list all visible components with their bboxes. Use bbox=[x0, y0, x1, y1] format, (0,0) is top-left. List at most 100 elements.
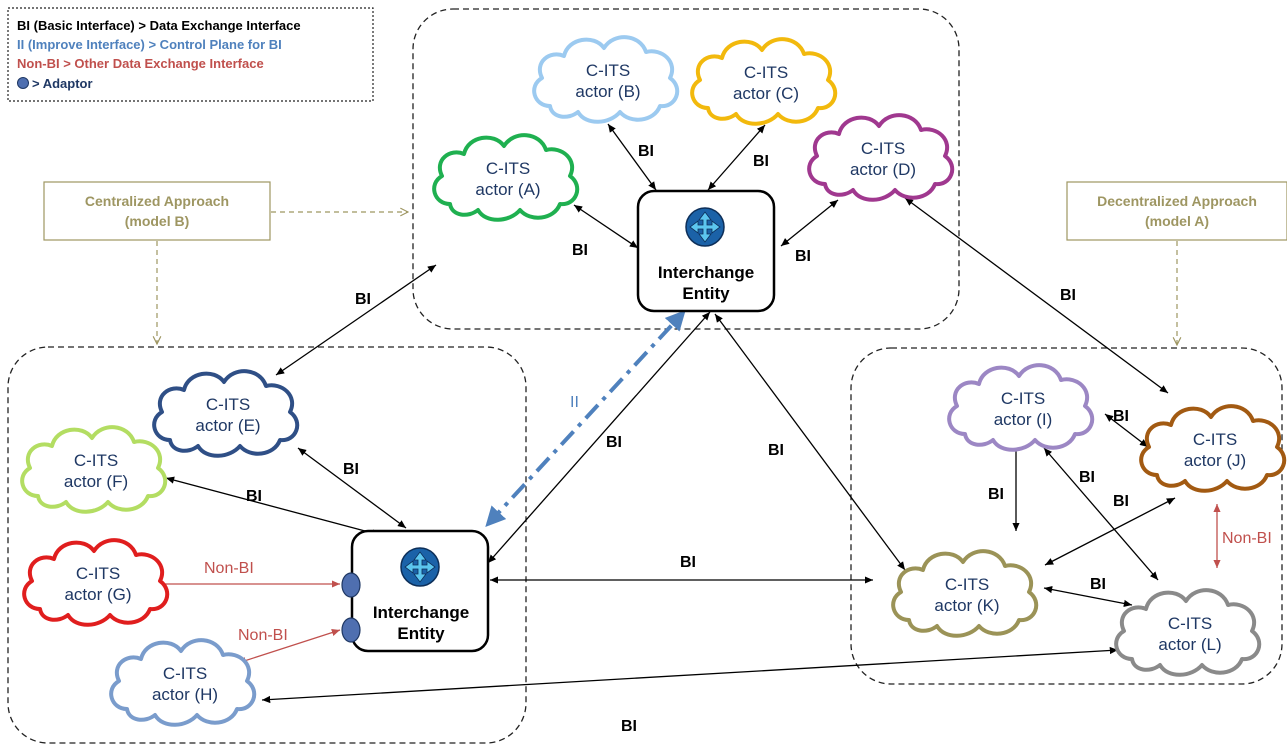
bi-label: BI bbox=[246, 488, 262, 505]
svg-text:(model A): (model A) bbox=[1145, 213, 1209, 229]
bi-label: BI bbox=[988, 486, 1004, 503]
legend-adaptor: > Adaptor bbox=[32, 76, 93, 91]
bi-label: BI bbox=[1113, 493, 1129, 510]
actor-b: C-ITS actor (B) bbox=[532, 35, 680, 124]
actor-type-label: C-ITS bbox=[586, 61, 630, 80]
actor-type-label: C-ITS bbox=[1001, 389, 1045, 408]
cloud-icon bbox=[1139, 404, 1287, 493]
bi-label: BI bbox=[572, 242, 588, 259]
ii-connector bbox=[485, 310, 686, 527]
nonbi-connectors bbox=[152, 504, 1221, 664]
ii-label: II bbox=[570, 394, 579, 411]
actor-type-label: C-ITS bbox=[1193, 430, 1237, 449]
svg-text:Entity: Entity bbox=[682, 284, 730, 303]
nonbi-labels: Non-BI Non-BI Non-BI bbox=[204, 530, 1272, 644]
cloud-icon bbox=[1114, 588, 1262, 677]
interchange-entity-top: Interchange Entity bbox=[636, 189, 776, 313]
legend: BI (Basic Interface) > Data Exchange Int… bbox=[7, 7, 374, 102]
bi-label: BI bbox=[795, 248, 811, 265]
actor-type-label: C-ITS bbox=[861, 139, 905, 158]
actor-g: C-ITS actor (G) bbox=[22, 538, 170, 627]
nonbi-label: Non-BI bbox=[204, 560, 254, 577]
centralized-approach-box: Centralized Approach (model B) bbox=[43, 181, 271, 241]
cloud-icon bbox=[947, 363, 1095, 452]
nonbi-label: Non-BI bbox=[238, 627, 288, 644]
cloud-icon bbox=[807, 113, 955, 202]
actor-i: C-ITS actor (I) bbox=[947, 363, 1095, 452]
bi-label: BI bbox=[753, 153, 769, 170]
svg-text:Interchange: Interchange bbox=[658, 263, 754, 282]
bi-connectors bbox=[165, 123, 1176, 704]
actor-j: C-ITS actor (J) bbox=[1139, 404, 1287, 493]
bi-label: BI bbox=[680, 554, 696, 571]
actor-name-label: actor (J) bbox=[1184, 451, 1246, 470]
actor-type-label: C-ITS bbox=[206, 395, 250, 414]
actor-f: C-ITS actor (F) bbox=[20, 425, 168, 514]
actor-d: C-ITS actor (D) bbox=[807, 113, 955, 202]
actor-e: C-ITS actor (E) bbox=[152, 369, 300, 458]
bi-label: BI bbox=[343, 461, 359, 478]
actor-h: C-ITS actor (H) bbox=[109, 638, 257, 727]
adaptor-icon bbox=[17, 77, 29, 89]
bi-label: BI bbox=[1079, 469, 1095, 486]
actor-type-label: C-ITS bbox=[744, 63, 788, 82]
actor-name-label: actor (K) bbox=[934, 596, 999, 615]
actor-name-label: actor (E) bbox=[195, 416, 260, 435]
approach-arrows bbox=[157, 212, 1177, 345]
actor-name-label: actor (B) bbox=[575, 82, 640, 101]
interchange-icon bbox=[400, 547, 440, 587]
legend-nonbi: Non-BI > Other Data Exchange Interface bbox=[17, 56, 264, 71]
cloud-icon bbox=[20, 425, 168, 514]
actor-a: C-ITS actor (A) bbox=[432, 133, 580, 222]
actor-name-label: actor (I) bbox=[994, 410, 1053, 429]
svg-text:Centralized Approach: Centralized Approach bbox=[85, 193, 229, 209]
actor-type-label: C-ITS bbox=[163, 664, 207, 683]
svg-text:Entity: Entity bbox=[397, 624, 445, 643]
legend-bi: BI (Basic Interface) > Data Exchange Int… bbox=[17, 18, 301, 33]
cloud-icon bbox=[109, 638, 257, 727]
actor-name-label: actor (C) bbox=[733, 84, 799, 103]
nonbi-label: Non-BI bbox=[1222, 530, 1272, 547]
svg-text:Decentralized Approach: Decentralized Approach bbox=[1097, 193, 1257, 209]
cloud-icon bbox=[22, 538, 170, 627]
actor-k: C-ITS actor (K) bbox=[891, 549, 1039, 638]
interchange-icon bbox=[685, 207, 725, 247]
cloud-icon bbox=[532, 35, 680, 124]
actor-name-label: actor (L) bbox=[1158, 635, 1221, 654]
actor-type-label: C-ITS bbox=[74, 451, 118, 470]
actor-l: C-ITS actor (L) bbox=[1114, 588, 1262, 677]
adaptor-icon bbox=[341, 572, 361, 598]
actor-type-label: C-ITS bbox=[486, 159, 530, 178]
actor-name-label: actor (G) bbox=[64, 585, 131, 604]
svg-text:(model B): (model B) bbox=[125, 213, 190, 229]
decentralized-approach-box: Decentralized Approach (model A) bbox=[1066, 181, 1287, 241]
bi-label: BI bbox=[1060, 287, 1076, 304]
cloud-icon bbox=[432, 133, 580, 222]
interchange-entity-left: Interchange Entity bbox=[350, 529, 490, 653]
actor-name-label: actor (H) bbox=[152, 685, 218, 704]
connector-labels: BI BI BI BI BI BI BI BI BI BI BI BI BI B… bbox=[246, 143, 1129, 735]
bi-label: BI bbox=[768, 442, 784, 459]
bi-label: BI bbox=[638, 143, 654, 160]
cloud-icon bbox=[891, 549, 1039, 638]
adaptor-icon bbox=[341, 617, 361, 643]
cloud-icon bbox=[690, 37, 838, 126]
bi-label: BI bbox=[621, 718, 637, 735]
actor-type-label: C-ITS bbox=[1168, 614, 1212, 633]
actor-type-label: C-ITS bbox=[76, 564, 120, 583]
actor-type-label: C-ITS bbox=[945, 575, 989, 594]
actor-name-label: actor (D) bbox=[850, 160, 916, 179]
bi-label: BI bbox=[606, 434, 622, 451]
bi-label: BI bbox=[1113, 408, 1129, 425]
cloud-icon bbox=[152, 369, 300, 458]
actor-c: C-ITS actor (C) bbox=[690, 37, 838, 126]
svg-text:Interchange: Interchange bbox=[373, 603, 469, 622]
bi-label: BI bbox=[1090, 576, 1106, 593]
legend-ii: II (Improve Interface) > Control Plane f… bbox=[17, 37, 282, 52]
bi-label: BI bbox=[355, 291, 371, 308]
actor-name-label: actor (A) bbox=[475, 180, 540, 199]
actor-name-label: actor (F) bbox=[64, 472, 128, 491]
actors-layer: C-ITS actor (A) C-ITS actor (B) C-ITS actor (… bbox=[20, 35, 1287, 727]
